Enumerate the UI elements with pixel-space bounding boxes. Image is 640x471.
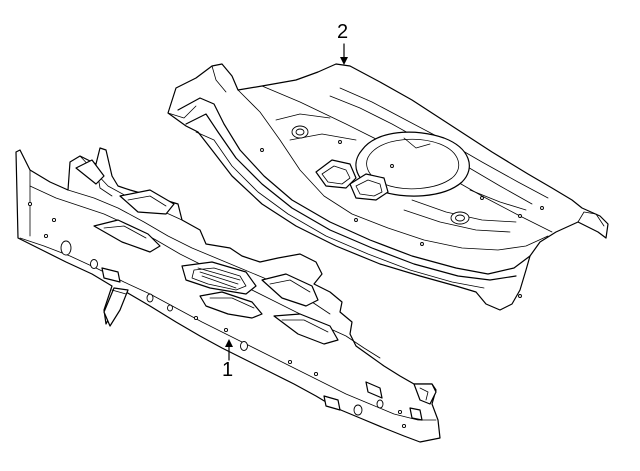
callout-leader-2 xyxy=(340,43,348,65)
callout-label-1: 1 xyxy=(222,359,234,381)
rear-floor-pan xyxy=(167,63,609,311)
callout-label-2: 2 xyxy=(337,21,349,43)
rear-body-panel xyxy=(15,147,441,443)
callout-leader-1 xyxy=(225,339,233,361)
